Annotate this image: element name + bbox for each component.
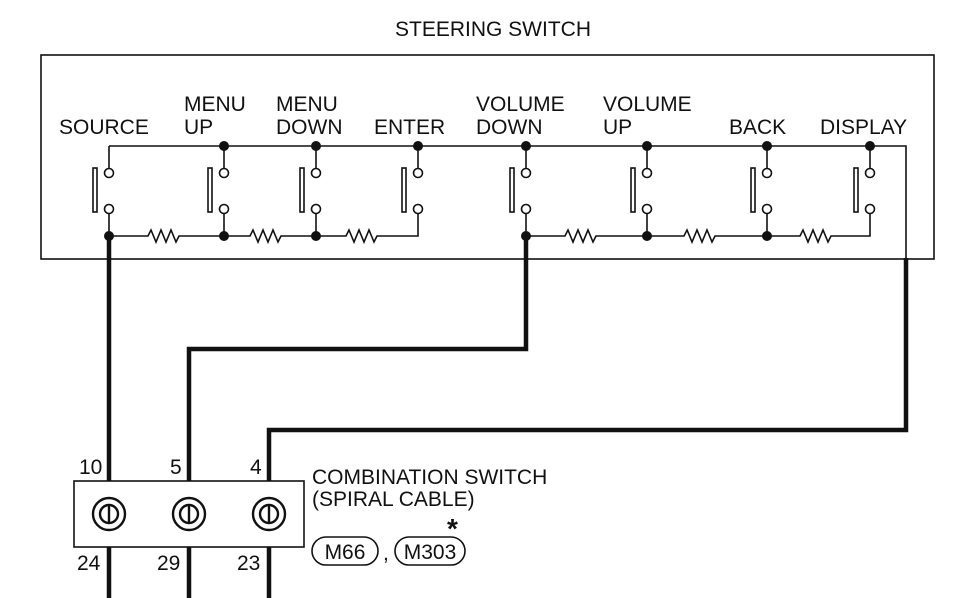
pin-number-10: 10 — [79, 456, 102, 479]
pin-number-5: 5 — [170, 456, 182, 479]
connector-code-badge-m66 — [311, 536, 379, 566]
switch-label-menu-down-line1: MENU — [276, 93, 338, 116]
asterisk-mark: * — [447, 513, 458, 544]
switch-volume-up — [630, 146, 653, 236]
pin-number-23: 23 — [237, 552, 260, 575]
connector-code-separator: , — [383, 542, 389, 565]
switch-label-back: BACK — [729, 116, 786, 139]
switch-label-menu-up-line2: UP — [184, 116, 213, 139]
wire-pin-5 — [186, 236, 529, 598]
connector-name-line1: COMBINATION SWITCH — [312, 466, 547, 489]
switch-label-volume-up-line2: UP — [603, 116, 632, 139]
terminal-10 — [91, 496, 127, 532]
connector-code-m66: M66 — [325, 541, 366, 564]
diagram-title: STEERING SWITCH — [395, 18, 591, 41]
switch-label-volume-down-line2: DOWN — [476, 116, 543, 139]
junction-dots — [104, 141, 875, 241]
switch-display — [853, 146, 876, 215]
pin-number-24: 24 — [77, 552, 101, 575]
switch-menu-up — [207, 146, 230, 236]
switch-label-enter: ENTER — [374, 116, 445, 139]
pin-number-4: 4 — [250, 456, 262, 479]
switch-label-display: DISPLAY — [820, 116, 907, 139]
switch-label-menu-down-line2: DOWN — [276, 116, 343, 139]
switch-volume-down — [509, 146, 532, 236]
top-bus-wire — [109, 145, 907, 258]
switch-menu-down — [299, 146, 322, 236]
connector-name-line2: (SPIRAL CABLE) — [312, 488, 475, 511]
terminal-4 — [251, 496, 287, 532]
resistor-ladder-right — [526, 214, 871, 245]
switch-label-volume-down-line1: VOLUME — [476, 93, 565, 116]
switch-label-volume-up-line1: VOLUME — [603, 93, 692, 116]
switch-back — [750, 146, 773, 236]
connector-code-badge-m303 — [394, 536, 466, 566]
pin-number-29: 29 — [157, 552, 180, 575]
switch-enter — [401, 146, 424, 215]
steering-switch-box — [40, 54, 935, 260]
switch-source — [92, 146, 115, 236]
switch-label-source: SOURCE — [59, 116, 149, 139]
resistor-ladder-left — [109, 214, 419, 245]
switch-labels: SOURCE MENU UP MENU DOWN ENTER VOLUME DO… — [59, 93, 907, 139]
connector-code-m303: M303 — [404, 541, 457, 564]
terminal-5 — [171, 496, 207, 532]
switch-label-menu-up-line1: MENU — [184, 93, 246, 116]
